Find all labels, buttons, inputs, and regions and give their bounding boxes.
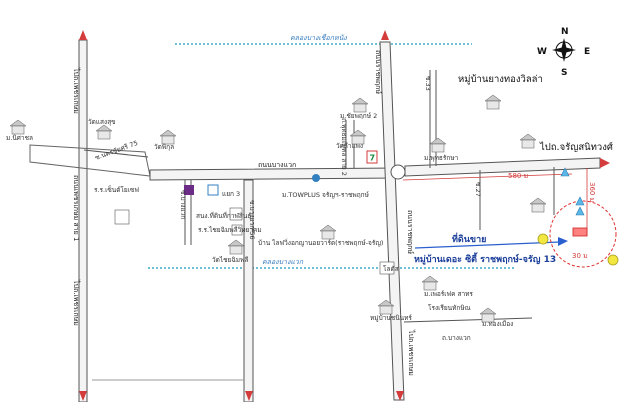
label-mu-phutthachatra: ม.พุทธรักษา xyxy=(424,154,459,162)
compass-e: E xyxy=(584,47,590,57)
compass-w: W xyxy=(537,47,547,57)
building-box xyxy=(379,261,395,275)
svg-text:7: 7 xyxy=(370,154,376,163)
label-lot-sale: ที่ดินขาย xyxy=(452,232,486,245)
arrow-right-main xyxy=(600,158,610,168)
label-mu-towplus: ม.TOWPLUS จรัญฯ-ราชพฤกษ์ xyxy=(282,191,370,199)
arrow-bottom-center-left xyxy=(245,391,253,401)
house-icon xyxy=(479,307,497,323)
label-canal-top: คลองบางเชือกหนัง xyxy=(290,34,347,42)
house-icon xyxy=(377,299,395,315)
lot-marker xyxy=(572,227,588,237)
label-road-left-vertical: ถนนเพชรเกษม สาย 1 xyxy=(72,175,80,241)
yellow-marker-left xyxy=(537,233,549,245)
building-box xyxy=(229,207,243,221)
label-mu-chaiphruek-2: ม.ชัยพฤกษ์ 2 xyxy=(340,112,377,120)
label-dist-360: 360 ม xyxy=(588,182,596,202)
label-soi-chim: ซ.บางแวก xyxy=(179,190,187,219)
compass-n: N xyxy=(561,27,569,37)
roundabout xyxy=(390,164,406,180)
label-main-road: ถนนบางแวก xyxy=(258,161,296,169)
label-road-nakhon-chai: ซ.นครชัยศรี 75 xyxy=(94,139,139,162)
road-ratchaphruek-vertical xyxy=(379,41,405,401)
house-icon xyxy=(9,119,27,135)
building-box xyxy=(114,209,130,225)
blue-marker-1 xyxy=(560,167,570,177)
house-icon xyxy=(95,124,113,140)
road-soi-left-small xyxy=(83,149,149,158)
house-icon xyxy=(421,275,439,291)
label-yaek3: แยก 3 xyxy=(222,190,240,198)
arrow-bottom-center xyxy=(396,391,404,401)
blue-marker-2 xyxy=(575,196,585,216)
building-box xyxy=(231,224,243,236)
house-icon xyxy=(351,97,369,113)
house-icon xyxy=(319,224,337,240)
label-dist-30: 30 ม xyxy=(572,252,588,260)
label-lotus: โลตัส xyxy=(383,265,399,273)
seven-eleven-icon: 7 xyxy=(366,150,378,164)
arrow-to-lot xyxy=(414,237,568,249)
label-soi-bangwaek-south: ถ.บางแวก xyxy=(442,334,471,342)
label-soi-bangwaek-south: ไปถ.เพชรเกษม xyxy=(407,329,416,376)
compass-icon xyxy=(552,38,576,62)
arrow-top-left xyxy=(79,30,87,40)
lotus-icon xyxy=(312,174,320,182)
label-soi-ratchaphruek-left: ถ.พุทธมณฑล สาย 2 xyxy=(340,118,348,176)
label-baan-lades: บ้าน ไลฟวิ่งอกญานอยวาร์ด(ราชพฤกษ์-จรัญ) xyxy=(258,238,383,247)
road-bottom-small xyxy=(92,317,533,381)
lot-highlight-circle xyxy=(549,200,617,268)
label-wat-saensuk: วัดแสงสุข xyxy=(88,118,116,126)
yellow-marker-right xyxy=(607,254,619,266)
label-soi-phutthamonthon: ถนนราชพฤกษ์ xyxy=(374,50,382,94)
distance-580 xyxy=(402,168,588,236)
house-icon xyxy=(519,133,537,149)
bank-icon xyxy=(207,184,219,196)
label-canal-bottom: คลองบางแวก xyxy=(262,258,304,266)
label-wat-phikun: วัดพิกุล xyxy=(154,143,174,151)
house-icon xyxy=(227,239,245,255)
label-sanam-kila: สนง.ที่ดินที่กาฬสินธุ์ xyxy=(196,211,251,220)
label-to-right: ไปถ.จรัญสนิทวงศ์ xyxy=(539,141,613,153)
arrow-top-center xyxy=(381,30,389,40)
label-wat-kamphaeng: วัดกำแพง xyxy=(336,142,363,150)
label-rr-chinawutthiwat: ร.ร.ไชยฉิมพลีวิทยาคม xyxy=(198,226,262,234)
label-soi-ratchaphruek-vertical: ถนนราชพฤกษ์ xyxy=(406,210,414,254)
label-mu-baan-ruen: หมู่บ้านชนินทร์ xyxy=(370,314,412,322)
house-icon xyxy=(529,197,547,213)
bank-icon xyxy=(184,185,194,195)
label-wat-chimphli: วัดไชยฉิมพลี xyxy=(212,256,248,264)
label-soi-bangwaek-56: ซ.บางแวก 56 xyxy=(248,200,256,240)
label-mu-nichada: ม.นิศาชล xyxy=(6,134,33,142)
label-south-left: ไปถ.เพชรเกษม xyxy=(72,279,81,326)
label-dist-580: 580 ม xyxy=(508,172,528,180)
label-rr-sithon: ร.ร.เซ็นต์โยเซฟ xyxy=(94,185,139,194)
house-icon xyxy=(484,94,502,110)
label-project-name: หมู่บ้านเดอะ ซิตี้ ราชพฤกษ์-จรัญ 13 xyxy=(414,252,556,265)
road-soi-bangwaek-56 xyxy=(243,179,254,402)
label-mu-mueang-thong: ม.ทองเมือง xyxy=(482,320,513,328)
house-icon xyxy=(429,137,447,153)
arrow-bottom-left xyxy=(79,391,87,401)
label-soi-right-up: ซ.33 xyxy=(424,76,432,91)
label-s-number: ซ.27 xyxy=(474,182,482,197)
label-village-top: หมู่บ้านยางทองวิลล่า xyxy=(458,74,543,85)
label-north-left: ไปถ.เพชรเกษม xyxy=(72,67,81,114)
compass-s: S xyxy=(561,68,567,78)
label-school-thaksin: โรงเรียนทักษิณ xyxy=(428,304,471,312)
house-icon xyxy=(349,129,367,145)
label-mu-chaiphruek: ม.เพอร์เฟค สาทร xyxy=(424,290,473,298)
road-bangwaek-main xyxy=(29,144,601,181)
house-icon xyxy=(159,129,177,145)
